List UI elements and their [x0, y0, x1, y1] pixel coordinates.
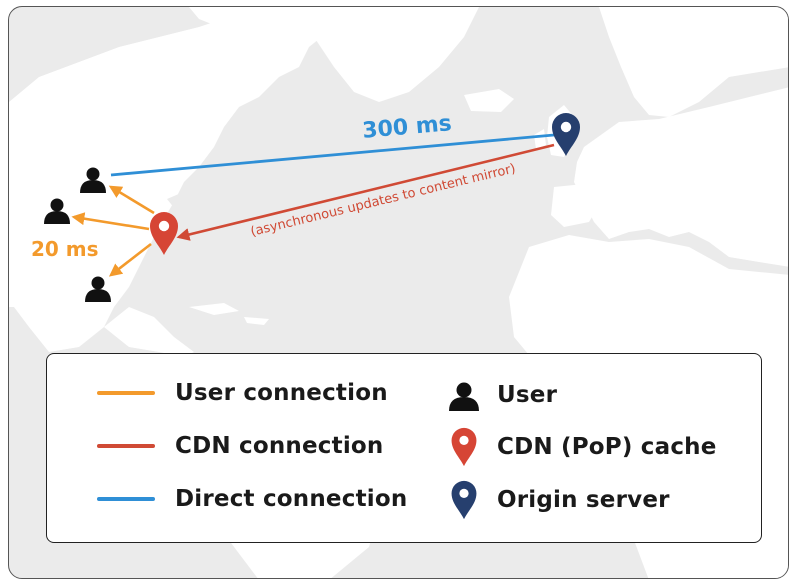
user-connection-line-1	[108, 185, 155, 215]
diagram-frame: 300 ms 20 ms (asynchronous updates to co…	[8, 6, 789, 579]
legend-label: CDN (PoP) cache	[497, 434, 717, 460]
user-icon	[449, 376, 479, 414]
legend-item-origin-server: Origin server	[449, 480, 670, 520]
landmass-caribbean	[189, 303, 269, 325]
direct-connection-line	[110, 133, 555, 177]
landmass-north-america	[9, 7, 339, 352]
cdn-connection-swatch	[97, 444, 155, 448]
landmass-iberia	[551, 183, 601, 227]
user-connection-swatch	[97, 391, 155, 395]
user-connection-line-3	[108, 242, 152, 277]
cdn-pin-icon	[449, 427, 479, 467]
landmass-central-america	[104, 307, 194, 357]
direct-latency-label: 300 ms	[361, 111, 452, 144]
legend-label: User connection	[175, 380, 388, 406]
great-lakes	[167, 193, 201, 220]
legend-item-user: User	[449, 376, 557, 414]
cdn-pin-icon	[150, 212, 178, 255]
origin-pin-icon	[449, 480, 479, 520]
legend-item-cdn-cache: CDN (PoP) cache	[449, 427, 717, 467]
landmass-greenland	[309, 7, 479, 102]
landmass-iceland	[464, 89, 514, 112]
user-connection-line-2	[71, 212, 150, 231]
user-latency-label: 20 ms	[31, 237, 99, 261]
async-update-note: (asynchronous updates to content mirror)	[249, 161, 517, 240]
legend-item-cdn-connection: CDN connection	[97, 433, 384, 459]
legend-item-user-connection: User connection	[97, 380, 388, 406]
legend-label: CDN connection	[175, 433, 384, 459]
landmass-eurasia	[574, 87, 788, 267]
legend-label: Direct connection	[175, 486, 408, 512]
cdn-connection-line	[176, 143, 555, 241]
legend-label: User	[497, 382, 558, 408]
legend-item-direct-connection: Direct connection	[97, 486, 407, 512]
landmass-arctic-islands	[189, 7, 309, 37]
origin-pin-icon	[552, 113, 580, 156]
legend-label: Origin server	[497, 487, 670, 513]
legend: User connection CDN connection Direct co…	[46, 353, 762, 543]
direct-connection-swatch	[97, 497, 155, 501]
landmass-scandinavia	[599, 7, 788, 117]
